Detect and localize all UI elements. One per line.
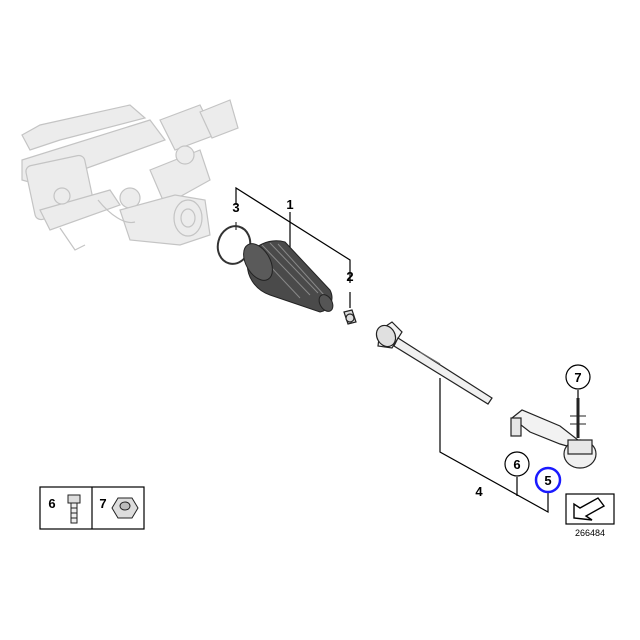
bellows-boot-part bbox=[243, 240, 334, 313]
tie-rod-end-part bbox=[510, 398, 597, 469]
callout-label-5: 5 bbox=[544, 473, 551, 488]
callout-circle-6: 6 bbox=[504, 451, 530, 477]
callout-label-4: 4 bbox=[475, 484, 483, 499]
callout-bracket-4 bbox=[439, 378, 549, 514]
bolt-icon bbox=[67, 494, 81, 524]
callout-circle-7: 7 bbox=[565, 364, 591, 390]
direction-arrow-icon bbox=[573, 497, 606, 521]
callout-label-6: 6 bbox=[513, 457, 520, 472]
steering-rack-ghost bbox=[21, 99, 239, 251]
fastener-legend: 6 7 bbox=[39, 486, 145, 530]
clamp-part bbox=[343, 309, 357, 325]
callout-circle-5: 5 bbox=[534, 466, 562, 494]
legend-label-6: 6 bbox=[48, 496, 55, 511]
orientation-arrow-box bbox=[565, 493, 615, 525]
inner-tie-rod-part bbox=[375, 321, 493, 405]
callout-label-3: 3 bbox=[232, 200, 239, 215]
callout-label-1: 1 bbox=[286, 197, 293, 212]
legend-label-7: 7 bbox=[99, 496, 106, 511]
figure-number: 266484 bbox=[575, 528, 605, 538]
callout-label-2: 2 bbox=[346, 269, 353, 284]
nut-icon bbox=[111, 497, 139, 519]
callout-label-7: 7 bbox=[574, 370, 581, 385]
